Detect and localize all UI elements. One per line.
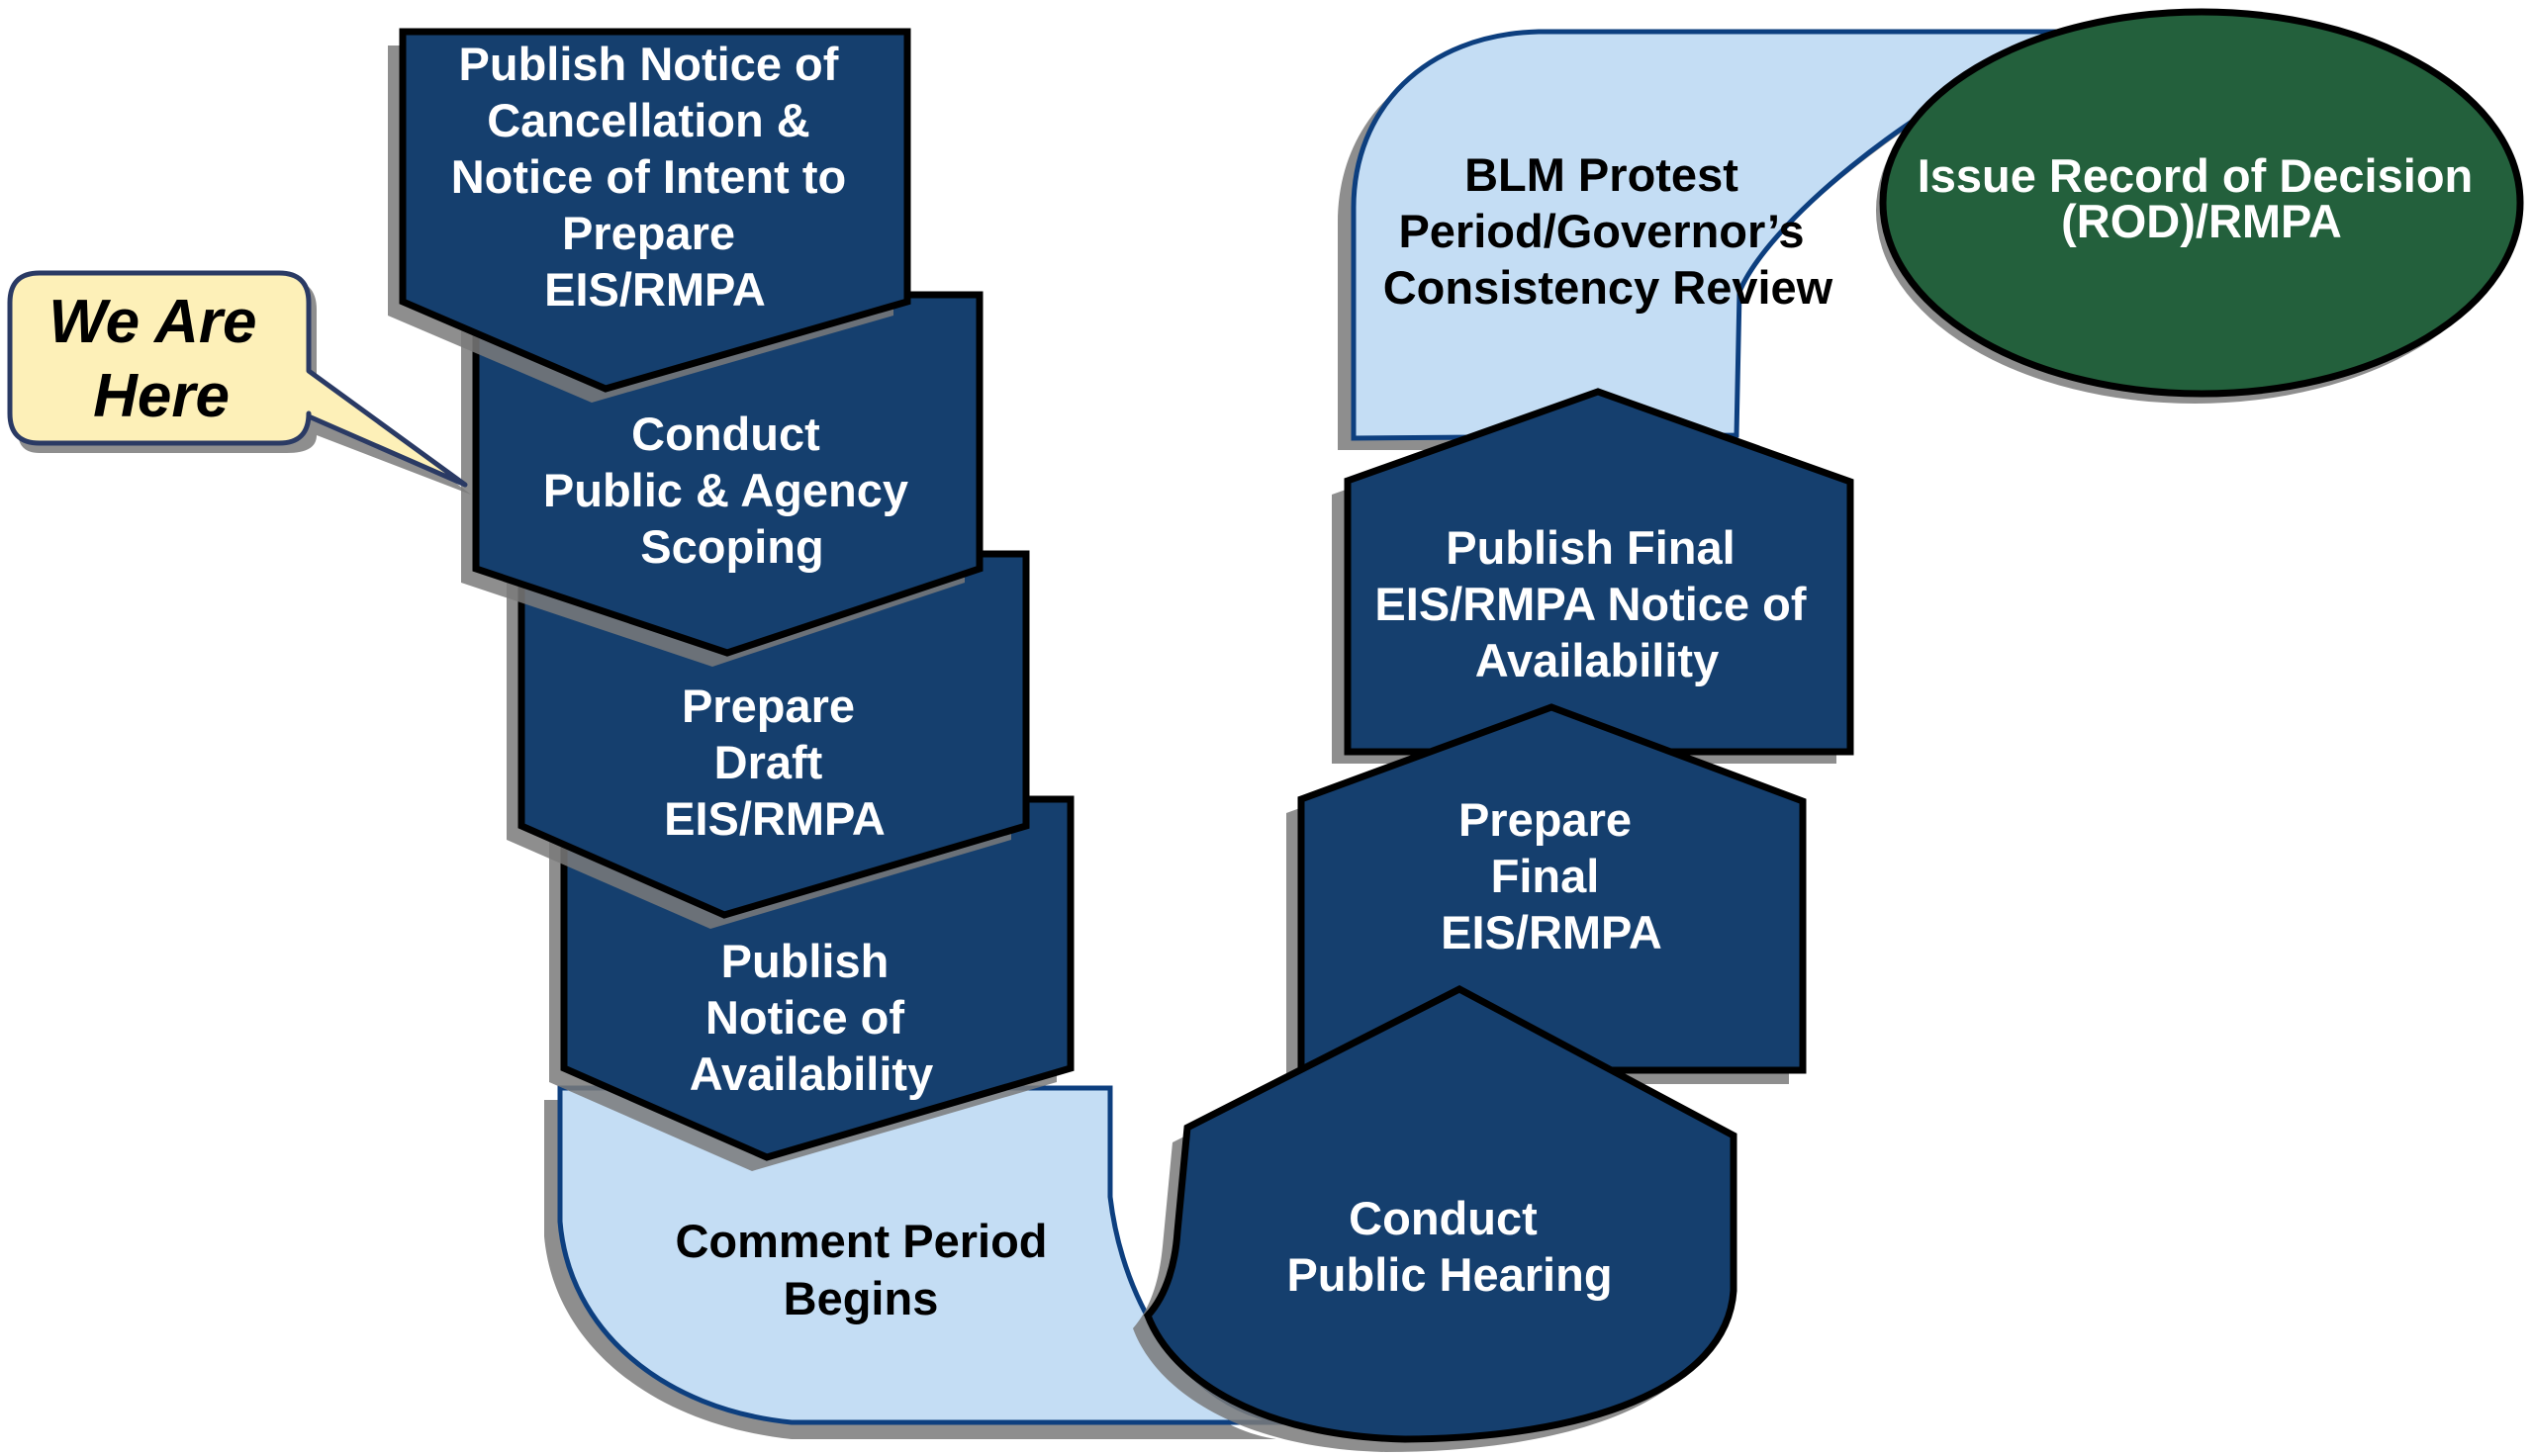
label-line: We Are <box>48 288 256 356</box>
label-line: Here <box>93 362 230 430</box>
step-public-hearing: Conduct Public Hearing <box>1133 985 1737 1452</box>
label-line: Issue Record of Decision <box>1918 149 2474 202</box>
label-line: EIS/RMPA Notice of <box>1374 578 1806 630</box>
step-public-hearing-shape <box>1143 985 1737 1443</box>
label-line: BLM Protest <box>1464 148 1738 201</box>
label-line: EIS/RMPA <box>544 263 766 316</box>
step-scoping-label: Conduct Public & Agency Scoping <box>543 408 921 573</box>
step-comment-period-shape <box>557 1085 1287 1425</box>
step-prepare-final: Prepare Final EIS/RMPA <box>1286 703 1807 1084</box>
label-line: Draft <box>714 736 823 788</box>
label-line: EIS/RMPA <box>664 792 886 845</box>
step-prepare-draft-label: Prepare Draft EIS/RMPA <box>664 680 886 845</box>
step-publish-noi-label: Publish Notice of Cancellation & Notice … <box>451 38 860 316</box>
step-publish-noa-label: Publish Notice of Availability <box>690 935 933 1100</box>
label-line: Publish Notice of <box>459 38 839 90</box>
step-publish-final-noa: Publish Final EIS/RMPA Notice of Availab… <box>1332 388 1854 764</box>
label-line: Public Hearing <box>1286 1248 1612 1301</box>
step-comment-period: Comment Period Begins <box>544 1085 1287 1439</box>
label-line: Availability <box>1475 634 1719 686</box>
step-issue-rod-shape <box>1879 8 2524 398</box>
label-line: Begins <box>784 1272 939 1324</box>
label-line: Prepare <box>682 680 855 732</box>
label-line: Scoping <box>640 520 823 573</box>
label-line: (ROD)/RMPA <box>2061 195 2342 247</box>
step-prepare-final-label: Prepare Final EIS/RMPA <box>1441 793 1662 958</box>
step-publish-noi: Publish Notice of Cancellation & Notice … <box>388 28 911 403</box>
label-line: Publish Final <box>1446 521 1735 574</box>
label-line: Final <box>1491 850 1600 902</box>
label-line: Prepare <box>1458 793 1632 846</box>
step-comment-period-label: Comment Period Begins <box>675 1215 1060 1324</box>
label-line: Cancellation & <box>487 94 809 146</box>
label-line: EIS/RMPA <box>1441 906 1662 958</box>
callout-we-are-here: We Are Here <box>7 270 471 495</box>
label-line: Notice of Intent to <box>451 150 846 203</box>
label-line: Conduct <box>1349 1192 1538 1244</box>
step-publish-noi-shape <box>399 28 911 393</box>
step-publish-final-noa-shape <box>1344 388 1854 756</box>
callout-bubble <box>7 270 468 488</box>
step-issue-rod: Issue Record of Decision (ROD)/RMPA <box>1876 8 2524 404</box>
label-line: Availability <box>690 1047 933 1100</box>
step-public-hearing-label: Conduct Public Hearing <box>1286 1192 1612 1301</box>
step-issue-rod-label: Issue Record of Decision (ROD)/RMPA <box>1918 149 2486 247</box>
label-line: Period/Governor’s <box>1398 205 1804 257</box>
step-blm-protest: BLM Protest Period/Governor’s Consistenc… <box>1338 29 2075 450</box>
callout-label: We Are Here <box>48 288 273 430</box>
label-line: Consistency Review <box>1383 261 1833 314</box>
label-line: Comment Period <box>675 1215 1047 1267</box>
label-line: Conduct <box>631 408 820 460</box>
label-line: Public & Agency <box>543 464 908 516</box>
label-line: Publish <box>721 935 890 987</box>
step-prepare-final-shape <box>1297 703 1807 1074</box>
label-line: Notice of <box>705 991 904 1044</box>
step-publish-final-noa-label: Publish Final EIS/RMPA Notice of Availab… <box>1374 521 1819 686</box>
label-line: Prepare <box>562 207 735 259</box>
step-blm-protest-label: BLM Protest Period/Governor’s Consistenc… <box>1383 148 1833 314</box>
